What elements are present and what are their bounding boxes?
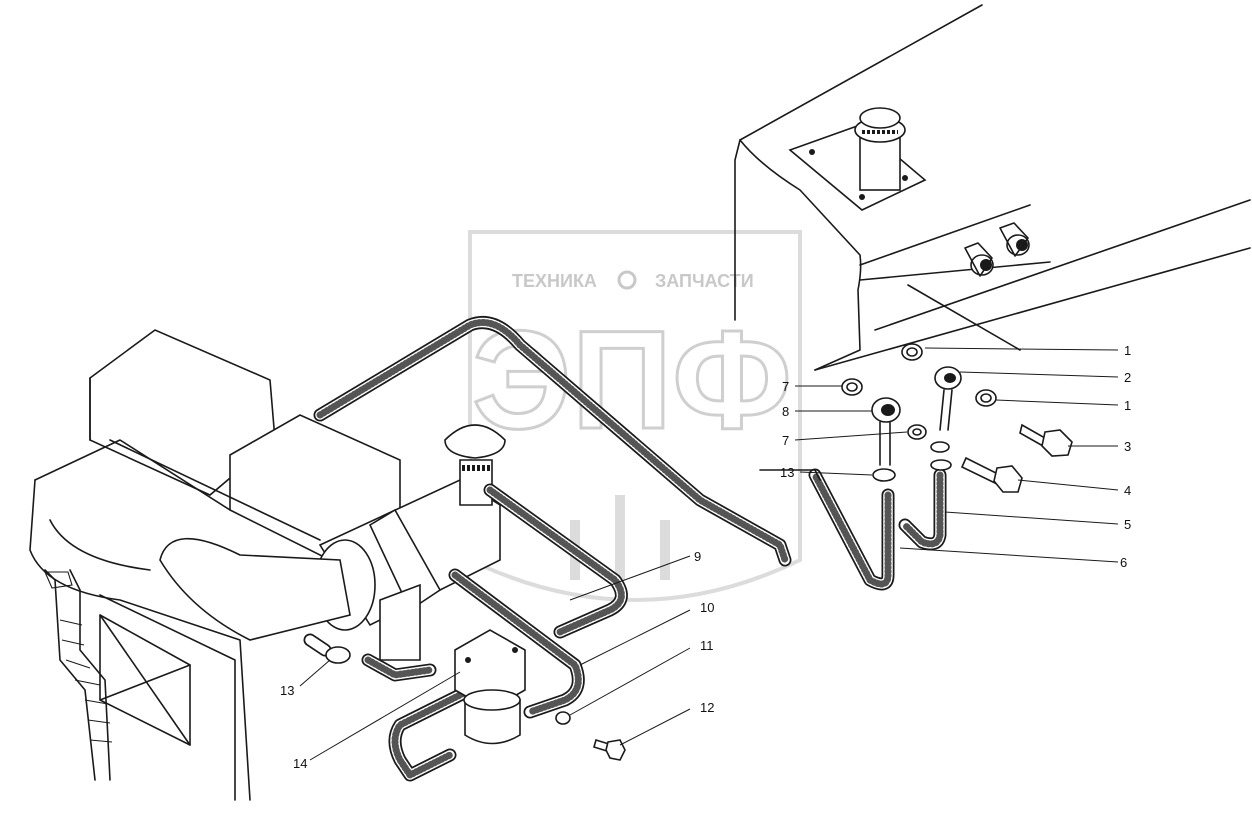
callout-4: 4 bbox=[1124, 483, 1131, 498]
fuel-hoses bbox=[303, 316, 947, 782]
callout-1-second: 1 bbox=[1124, 398, 1131, 413]
engine-block bbox=[29, 329, 506, 801]
callout-11: 11 bbox=[700, 638, 714, 653]
watermark-shield bbox=[468, 230, 802, 602]
callout-labels: 1 2 1 3 4 5 6 7 8 7 13 9 10 11 12 13 14 bbox=[280, 343, 1131, 771]
callout-13-right: 13 bbox=[780, 465, 794, 480]
callout-3: 3 bbox=[1124, 439, 1131, 454]
callout-12: 12 bbox=[700, 700, 714, 715]
callout-13-left: 13 bbox=[280, 683, 294, 698]
callout-5: 5 bbox=[1124, 517, 1131, 532]
callout-8: 8 bbox=[782, 404, 789, 419]
fuel-filter bbox=[454, 629, 526, 745]
tank-fittings bbox=[964, 222, 1030, 277]
gear-icon bbox=[617, 270, 637, 290]
callout-2: 2 bbox=[1124, 370, 1131, 385]
callout-6: 6 bbox=[1120, 555, 1127, 570]
watermark-brand-left: ТЕХНИКА bbox=[512, 271, 597, 291]
callout-7-top: 7 bbox=[782, 379, 789, 394]
callout-9: 9 bbox=[694, 549, 701, 564]
callout-7-lower: 7 bbox=[782, 433, 789, 448]
fittings-and-fasteners bbox=[325, 343, 1073, 761]
watermark-brand-right: ЗАПЧАСТИ bbox=[655, 271, 754, 291]
cab-body bbox=[734, 4, 1251, 371]
callout-10: 10 bbox=[700, 600, 714, 615]
callout-1-top: 1 bbox=[1124, 343, 1131, 358]
leader-lines bbox=[299, 347, 1119, 761]
watermark: ТЕХНИКА ЗАПЧАСТИ ЭПФ bbox=[468, 230, 802, 602]
callout-14: 14 bbox=[293, 756, 307, 771]
